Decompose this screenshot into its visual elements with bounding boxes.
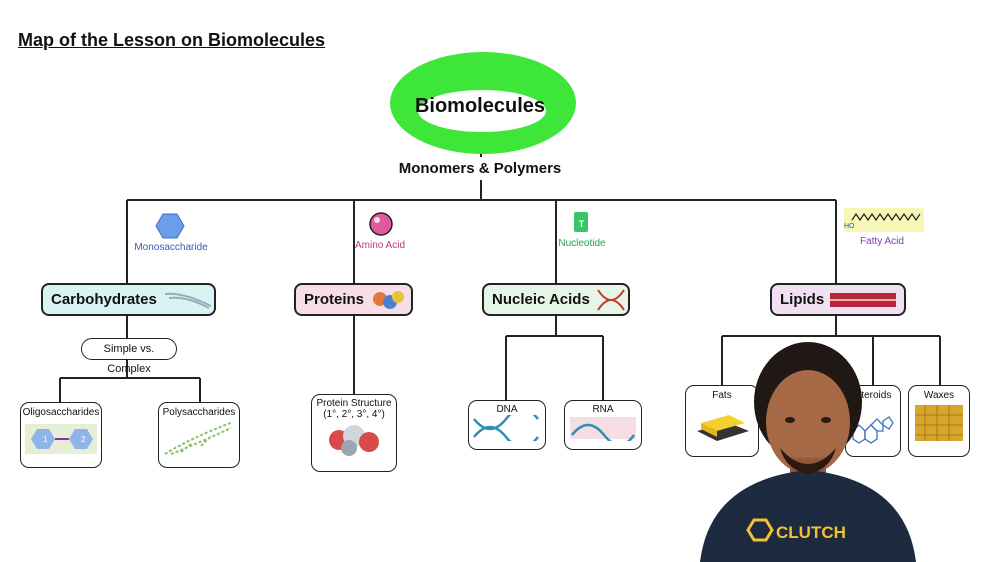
root-node-label: Biomolecules (414, 95, 546, 117)
dna-label: DNA (496, 404, 518, 415)
shirt-logo-text: CLUTCH (776, 523, 846, 542)
dna-helix-icon (596, 288, 625, 311)
sugar-number-2: 2 (81, 435, 86, 444)
proteins-box: Proteins (294, 283, 413, 316)
lipid-bilayer-icon (830, 292, 897, 307)
nucleotide-icon (574, 212, 588, 232)
amino-acid-sphere-icon (369, 212, 393, 236)
rna-label: RNA (592, 404, 614, 415)
oligosaccharides-label: Oligosaccharides (22, 407, 100, 418)
steroid-rings-icon (852, 416, 894, 444)
protein-structure-icon (373, 290, 405, 309)
protein-levels-label: (1°, 2°, 3°, 4°) (323, 409, 385, 420)
fatty-acid-label: Fatty Acid (860, 236, 904, 247)
proteins-label: Proteins (304, 291, 365, 308)
clutch-logo-icon (746, 518, 774, 542)
monomers-polymers-label: Monomers & Polymers (398, 160, 562, 177)
sugar-number-1: 1 (43, 435, 48, 444)
lipids-box: Lipids (770, 283, 906, 316)
page-title: Map of the Lesson on Biomolecules (18, 30, 326, 50)
carbohydrates-box: Carbohydrates (41, 283, 216, 316)
polysaccharide-icon (164, 421, 234, 455)
waxes-label: Waxes (923, 390, 955, 401)
fats-label: Fats (712, 390, 732, 401)
protein-folding-icon (329, 425, 379, 456)
simple-vs-complex-label: Simple vs. Complex (81, 338, 177, 375)
polysaccharides-label: Polysaccharides (162, 407, 236, 418)
hexagon-icon (155, 213, 185, 239)
dna-double-helix-icon (473, 407, 539, 449)
waxes-box: Waxes (908, 385, 970, 457)
fats-box: Fats (685, 385, 759, 457)
honeycomb-icon (915, 405, 963, 441)
fatty-acid-chain-icon (851, 212, 921, 222)
protein-structure-label: Protein Structure (316, 398, 392, 409)
protein-structure-box: Protein Structure (1°, 2°, 3°, 4°) (311, 394, 397, 472)
presenter-video: CLUTCH (700, 342, 916, 562)
rna-strand-icon (570, 417, 636, 447)
steroids-label: Steroids (854, 390, 892, 401)
carbohydrates-label: Carbohydrates (51, 291, 157, 308)
monosaccharide-label: Monosaccharide (134, 242, 208, 253)
butter-icon (697, 415, 749, 441)
nucleotide-label: Nucleotide (558, 238, 606, 249)
nucleotide-letter: T (578, 219, 585, 229)
polysaccharide-chain-icon (164, 292, 212, 309)
ho-label: HO (844, 223, 855, 230)
amino-acid-label: Amino Acid (354, 240, 406, 251)
nucleic-acids-box: Nucleic Acids (482, 283, 630, 316)
lipids-label: Lipids (780, 291, 825, 308)
dna-box: DNA (468, 400, 546, 450)
nucleic-acids-label: Nucleic Acids (492, 291, 590, 308)
rna-box: RNA (564, 400, 642, 450)
polysaccharides-box: Polysaccharides (158, 402, 240, 468)
